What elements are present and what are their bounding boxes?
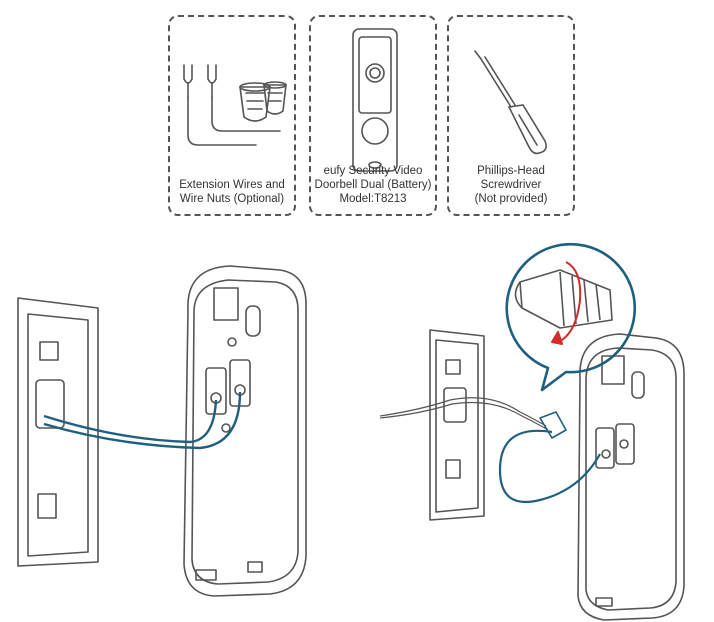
screwdriver-caption: Phillips-Head Screwdriver (Not provided) <box>474 165 548 205</box>
right-wire-nut <box>539 411 567 439</box>
extension-wires-caption: Extension Wires and Wire Nuts (Optional) <box>179 179 285 205</box>
rotation-arrow <box>551 261 582 345</box>
left-wall-plate <box>17 297 99 567</box>
right-doorbell-back <box>577 333 685 621</box>
right-extension-wire <box>498 429 601 504</box>
doorbell-box: eufy Security Video Doorbell Dual (Batte… <box>309 15 437 216</box>
zoom-wire-nut <box>514 269 613 329</box>
right-wall-plate <box>429 329 485 521</box>
left-wires <box>43 391 242 450</box>
screwdriver-illustration <box>474 50 547 155</box>
doorbell-caption: eufy Security Video Doorbell Dual (Batte… <box>314 165 432 205</box>
doorbell-illustration <box>352 28 398 172</box>
left-doorbell-back <box>183 265 307 597</box>
zoom-callout <box>505 242 637 392</box>
right-house-wires <box>379 397 549 431</box>
screwdriver-box: Phillips-Head Screwdriver (Not provided) <box>447 15 575 216</box>
extension-wires-box: Extension Wires and Wire Nuts (Optional) <box>168 15 296 216</box>
extension-wires-illustration <box>183 64 287 146</box>
